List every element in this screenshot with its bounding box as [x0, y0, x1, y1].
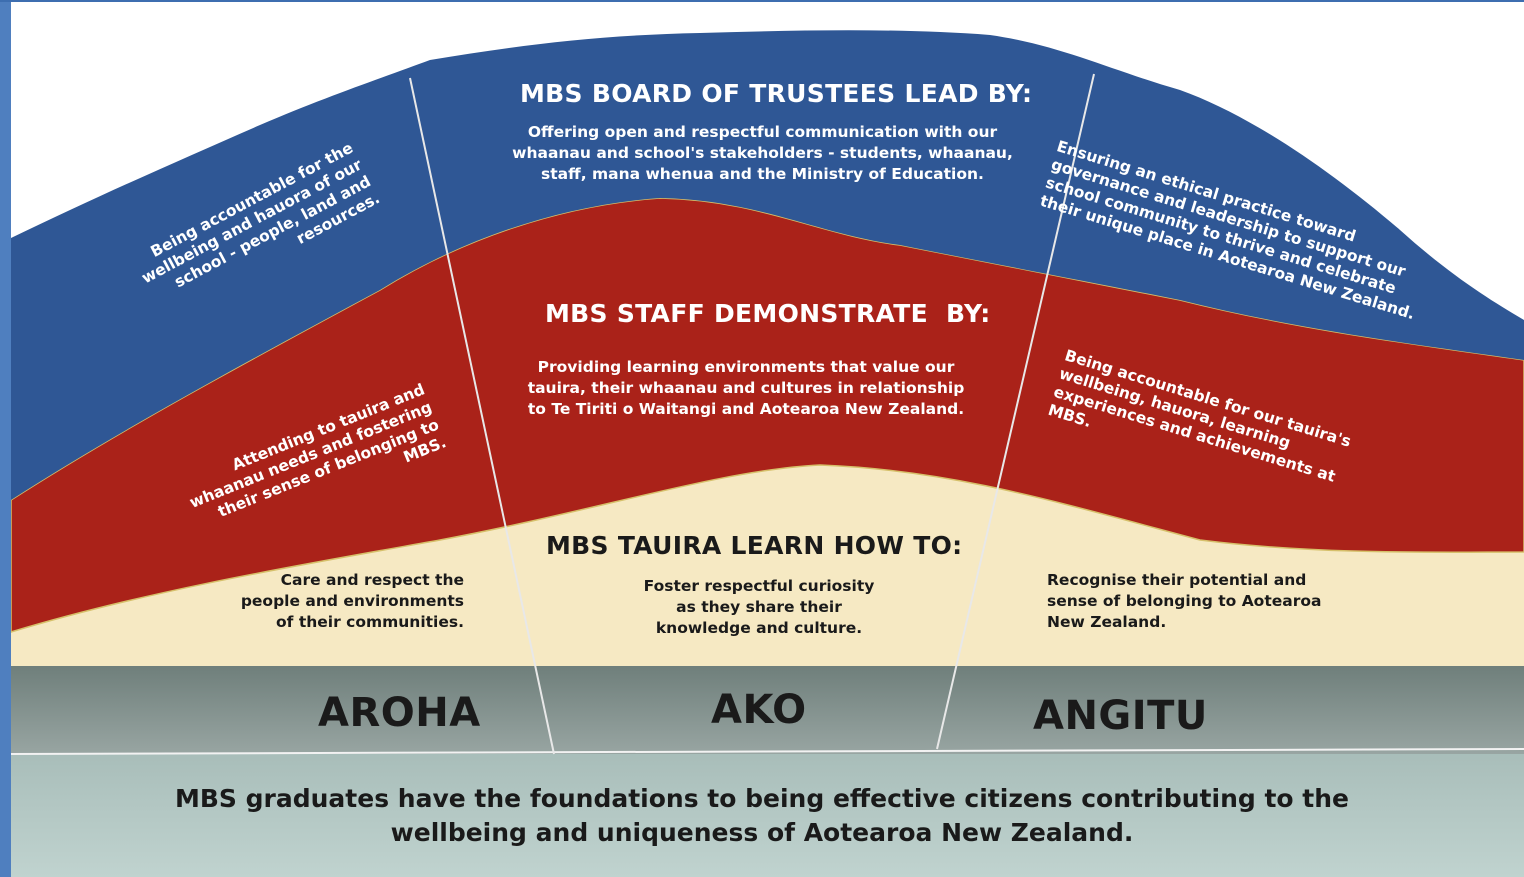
staff-heading: MBS STAFF DEMONSTRATE BY: [545, 299, 991, 328]
value-ako: AKO [711, 687, 807, 733]
tauira-right-text: Recognise their potential and sense of b… [1047, 571, 1322, 631]
tauira-center-text: Foster respectful curiosity as they shar… [643, 577, 875, 637]
divider-right [936, 73, 1095, 750]
slide-frame-top [0, 0, 1524, 2]
staff-center-text: Providing learning environments that val… [527, 358, 965, 418]
tauira-layer [11, 465, 1524, 666]
board-center-text: Offering open and respectful communicati… [512, 123, 1013, 183]
tauira-left-text: Care and respect the people and environm… [240, 571, 464, 631]
tauira-heading: MBS TAUIRA LEARN HOW TO: [546, 531, 963, 560]
divider-left [409, 77, 555, 755]
values-band [11, 666, 1524, 754]
board-layer [11, 30, 1524, 500]
board-heading: MBS BOARD OF TRUSTEES LEAD BY: [520, 79, 1033, 108]
slide-frame-left [0, 0, 11, 877]
footer-band [11, 752, 1524, 877]
value-angitu: ANGITU [1033, 693, 1208, 739]
graduate-statement: MBS graduates have the foundations to be… [175, 784, 1349, 847]
value-aroha: AROHA [318, 690, 481, 736]
